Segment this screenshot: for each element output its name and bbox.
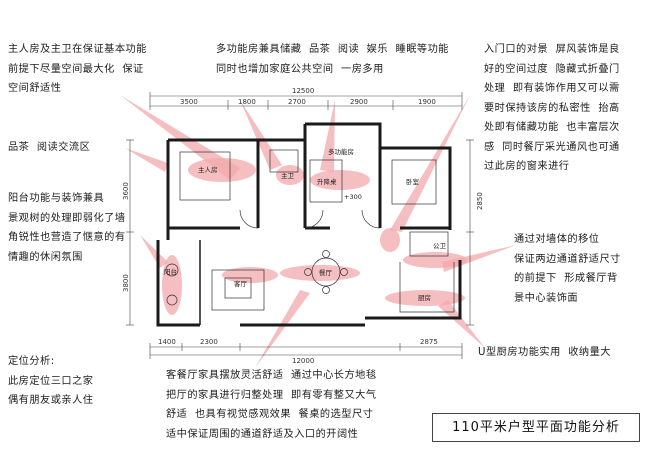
room-label-master: 主人房 [198,166,218,174]
living-sofa [211,269,265,311]
note-kitchen: U型厨房功能实用 收纳量大 [478,347,611,358]
highlight-wall [403,252,467,268]
dim-top-2: 1800 [238,98,256,106]
dim-top-1: 3500 [180,98,198,106]
dim-top-total: 12500 [292,87,315,95]
dim-bottom-1: 1400 [158,338,176,346]
highlight-pointers [120,95,516,368]
kitchen-counter [399,262,455,313]
dimension-lines [126,92,474,359]
note-entrance: 入门口的对景 屏风装饰是良 好的空间过度 隐藏式折叠门 处理 即有装饰作用又可以… [484,44,620,172]
highlight-living [222,267,278,283]
multi-room-bed [309,159,343,203]
bedroom-bed [391,159,437,205]
pointer-living [255,290,310,368]
pointer-tea [125,148,168,172]
room-label-bedroom: 卧室 [406,178,419,186]
dim-top-5: 1900 [418,98,436,106]
master-bath-fixtures [269,149,299,173]
title-box: 110平米户型平面功能分析 [432,413,640,442]
coffee-table [224,277,252,299]
dim-left-1: 3600 [122,182,130,200]
room-label-kitchen: 厨房 [418,294,431,302]
dim-bottom-total: 12000 [292,357,315,365]
master-bed [179,151,231,201]
highlight-master-bath [276,165,304,185]
room-label-multi: 多功能房 [328,148,354,156]
balcony-plant-icon [165,263,179,277]
page-title: 110平米户型平面功能分析 [452,420,620,435]
pointer-entrance [390,95,470,232]
room-label-dining: 餐厅 [319,269,332,277]
note-tea-area: 品茶 阅读交流区 [8,142,91,153]
furniture [165,149,455,313]
dining-table [311,257,341,287]
pointer-master [120,95,240,180]
highlight-multi [310,170,370,190]
dim-left-2: 3800 [122,274,130,292]
room-label-level: +300 [344,193,362,201]
dim-right-1: 2850 [476,192,484,210]
note-balcony: 阳台功能与装饰兼具 景观树的处理即弱化了墙 角锐性也营造了惬意的有 情趣的休闲氛… [8,193,126,263]
highlight-kitchen [385,290,465,306]
walls [156,122,462,327]
note-multifunction-room: 多功能房兼具储藏 品茶 阅读 娱乐 睡眠等功能 同时也增加家庭公共空间 一房多用 [216,44,449,75]
room-label-balcony: 阳台 [164,268,177,276]
dim-top-4: 2900 [350,98,368,106]
room-label-master-bath: 主卫 [281,172,294,180]
room-label-living: 客厅 [234,280,247,288]
dim-top-3: 2700 [288,98,306,106]
public-bath-fixtures [409,231,449,257]
pointer-multi [320,100,335,172]
room-label-raised-table: 升降桌 [317,178,337,186]
pointer-balcony [140,235,168,268]
note-living-dining: 客餐厅家具摆放灵活舒适 通过中心长方地毯 把厅的家具进行归整处理 即有零有整又大… [166,370,377,440]
note-wall-shift: 通过对墙体的移位 保证两边通道舒适尺寸 的前提下 形成餐厅背 景中心装饰面 [514,234,621,304]
dim-bottom-2: 2300 [200,338,218,346]
note-positioning: 定位分析: 此房定位三口之家 偶有朋友或亲人住 [8,356,94,406]
highlight-entrance [380,228,400,252]
dim-bottom-3: 2875 [420,338,438,346]
pointer-master-bath [240,100,282,170]
highlight-master [188,158,256,182]
room-label-bath: 公卫 [433,242,446,250]
note-master-bedroom: 主人房及主卫在保证基本功能 前提下尽量空间最大化 保证 空间舒适性 [8,44,147,94]
